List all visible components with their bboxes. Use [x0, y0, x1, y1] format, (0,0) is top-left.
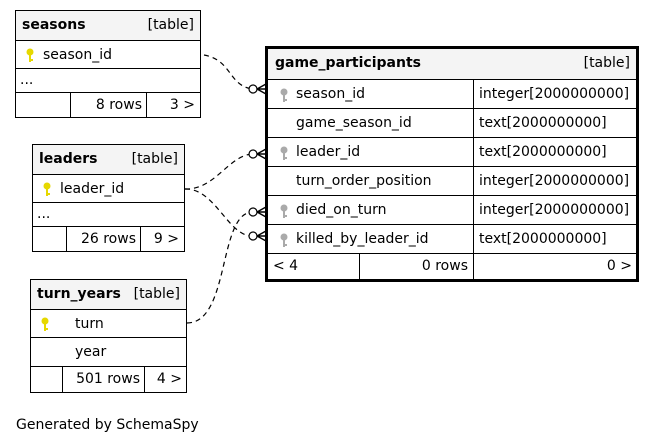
edge-end-circle	[248, 207, 258, 217]
column-type: text[2000000000]	[473, 225, 636, 254]
foreign-key-icon	[278, 145, 290, 165]
column-name: killed_by_leader_id	[296, 231, 429, 247]
column-name: turn_order_position	[296, 173, 432, 189]
table-name: turn_years	[37, 286, 121, 302]
table-type-tag: [table]	[131, 151, 178, 167]
column-row[interactable]: season_id	[16, 40, 200, 69]
foreign-key-icon	[278, 87, 290, 107]
table-type-tag: [table]	[147, 17, 194, 33]
edge-seasons-game-participants	[203, 54, 253, 90]
child-count[interactable]: 3 >	[169, 97, 195, 113]
child-count[interactable]: 9 >	[153, 231, 179, 247]
parent-count[interactable]: < 4	[273, 258, 299, 274]
table-header: game_participants [table]	[268, 49, 636, 79]
column-name: season_id	[43, 47, 112, 63]
generator-credit: Generated by SchemaSpy	[16, 417, 199, 433]
row-count: 8 rows	[95, 97, 142, 113]
foreign-key-icon	[278, 203, 290, 223]
column-row[interactable]: died_on_turn integer[2000000000]	[268, 195, 636, 225]
primary-key-icon	[24, 47, 36, 67]
column-row[interactable]: season_id integer[2000000000]	[268, 79, 636, 109]
ellipsis-text: ...	[20, 72, 34, 88]
column-name: turn	[75, 316, 104, 332]
primary-key-icon	[41, 181, 53, 201]
table-footer: 8 rows 3 >	[16, 92, 200, 117]
column-name: leader_id	[296, 144, 361, 160]
edge-leaders-leader-id	[184, 153, 253, 190]
crowfoot-icon	[256, 83, 267, 95]
column-type: text[2000000000]	[473, 138, 636, 167]
column-row[interactable]: turn_order_position integer[2000000000]	[268, 166, 636, 196]
table-name: game_participants	[275, 55, 421, 71]
table-header: seasons [table]	[16, 11, 200, 40]
crowfoot-icon	[256, 206, 267, 218]
edge-end-circle	[248, 149, 258, 159]
column-ellipsis: ...	[16, 68, 200, 93]
table-name: seasons	[22, 17, 86, 33]
column-row[interactable]: leader_id	[33, 174, 184, 203]
row-count: 501 rows	[76, 371, 140, 387]
table-turn-years[interactable]: turn_years [table] turn year 501 rows 4 …	[30, 279, 187, 393]
table-footer: 501 rows 4 >	[31, 366, 186, 392]
edge-end-circle	[248, 231, 258, 241]
foreign-key-icon	[278, 232, 290, 252]
column-type: text[2000000000]	[473, 109, 636, 138]
column-name: game_season_id	[296, 115, 412, 131]
primary-key-icon	[39, 316, 51, 336]
edge-end-circle	[248, 84, 258, 94]
table-type-tag: [table]	[583, 55, 630, 71]
row-count: 26 rows	[80, 231, 136, 247]
table-name: leaders	[39, 151, 98, 167]
table-header: turn_years [table]	[31, 280, 186, 309]
ellipsis-text: ...	[37, 206, 51, 222]
child-count[interactable]: 0 >	[606, 258, 632, 274]
column-name: year	[75, 344, 107, 360]
column-row[interactable]: killed_by_leader_id text[2000000000]	[268, 224, 636, 254]
column-type: integer[2000000000]	[473, 167, 636, 196]
column-name: leader_id	[60, 181, 125, 197]
column-name: died_on_turn	[296, 202, 387, 218]
table-leaders[interactable]: leaders [table] leader_id ... 26 rows 9 …	[32, 144, 185, 252]
crowfoot-icon	[256, 148, 267, 160]
edge-turn-years-died-on-turn	[186, 211, 253, 324]
column-row[interactable]: leader_id text[2000000000]	[268, 137, 636, 167]
column-type: integer[2000000000]	[473, 80, 636, 109]
column-type: integer[2000000000]	[473, 196, 636, 225]
column-row[interactable]: game_season_id text[2000000000]	[268, 108, 636, 138]
table-footer: 26 rows 9 >	[33, 226, 184, 251]
edge-leaders-killed-by	[184, 188, 253, 237]
column-ellipsis: ...	[33, 202, 184, 227]
table-header: leaders [table]	[33, 145, 184, 174]
column-name: season_id	[296, 86, 365, 102]
table-type-tag: [table]	[133, 286, 180, 302]
table-footer: < 4 0 rows 0 >	[268, 253, 636, 279]
table-game-participants[interactable]: game_participants [table] season_id inte…	[265, 46, 639, 282]
table-seasons[interactable]: seasons [table] season_id ... 8 rows 3 >	[15, 10, 201, 118]
column-row[interactable]: year	[31, 337, 186, 367]
child-count[interactable]: 4 >	[156, 371, 182, 387]
column-row[interactable]: turn	[31, 309, 186, 338]
crowfoot-icon	[256, 230, 267, 242]
row-count: 0 rows	[421, 258, 468, 274]
